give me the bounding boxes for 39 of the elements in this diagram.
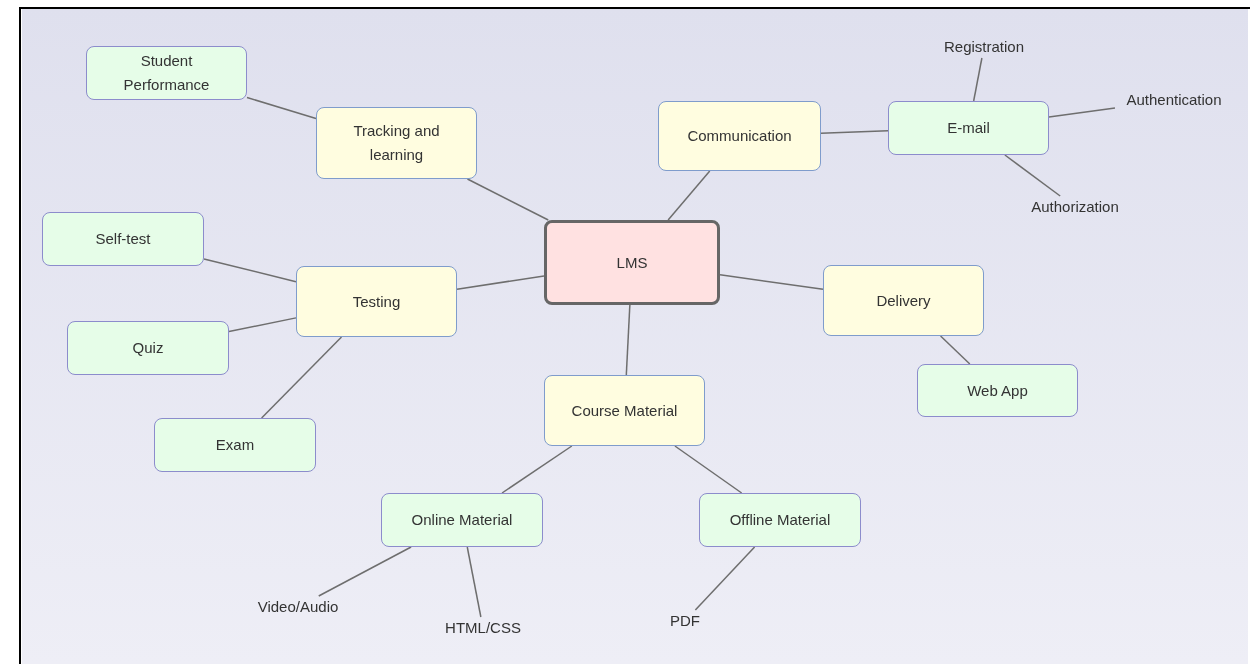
connector-line: [246, 96, 317, 120]
topic-label: Registration: [934, 36, 1034, 58]
connector-line: [719, 274, 824, 290]
connector-line: [1048, 107, 1116, 118]
connector-line: [228, 317, 297, 333]
topic-label: Video/Audio: [246, 596, 350, 618]
subtopic-box: E-mail: [888, 101, 1049, 155]
subtopic-box: Offline Material: [699, 493, 861, 547]
topic-box: Communication: [658, 101, 821, 171]
connector-line: [466, 178, 549, 221]
connector-line: [694, 546, 756, 611]
connector-line: [820, 130, 889, 134]
connector-line: [501, 445, 573, 494]
topic-box: Testing: [296, 266, 457, 337]
central-topic-box: LMS: [544, 220, 720, 305]
topic-box: Delivery: [823, 265, 984, 336]
connector-line: [939, 335, 971, 365]
connector-line: [456, 275, 545, 290]
topic-label: Authentication: [1115, 89, 1233, 111]
topic-box: Tracking and learning: [316, 107, 477, 179]
topic-label: HTML/CSS: [440, 617, 526, 639]
connector-line: [674, 445, 743, 494]
connector-line: [667, 170, 711, 221]
connector-line: [203, 258, 297, 283]
connector-line: [625, 304, 631, 376]
subtopic-box: Student Performance: [86, 46, 247, 100]
connector-line: [466, 546, 482, 618]
topic-label: PDF: [664, 610, 706, 632]
subtopic-box: Exam: [154, 418, 316, 472]
topic-label: Authorization: [1020, 196, 1130, 218]
topic-box: Course Material: [544, 375, 705, 446]
subtopic-box: Online Material: [381, 493, 543, 547]
subtopic-box: Quiz: [67, 321, 229, 375]
subtopic-box: Web App: [917, 364, 1078, 417]
connector-line: [1004, 154, 1061, 197]
subtopic-box: Self-test: [42, 212, 204, 266]
connector-line: [318, 546, 412, 597]
connector-line: [972, 57, 983, 102]
connector-line: [260, 336, 343, 419]
